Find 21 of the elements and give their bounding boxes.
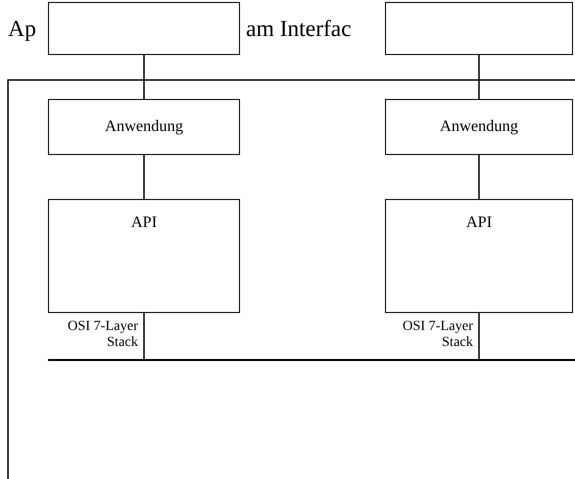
- process-box: [385, 99, 573, 155]
- stack-caption: OSI 7-Layer Stack: [66, 319, 138, 351]
- connector-line: [478, 313, 480, 359]
- box-label: Anwendung: [104, 118, 184, 136]
- connector-line: [143, 55, 145, 99]
- process-box: [48, 199, 240, 313]
- bus-line: [48, 359, 575, 361]
- stack-caption: OSI 7-Layer Stack: [402, 319, 473, 351]
- empty-box: [48, 2, 240, 55]
- box-label: Anwendung: [440, 118, 518, 136]
- connector-line: [478, 155, 480, 199]
- connector-line: [143, 155, 145, 199]
- process-box: [385, 199, 573, 313]
- empty-box: [385, 2, 573, 55]
- process-box: [48, 99, 240, 155]
- title-text-fragment: am Interfac: [246, 16, 352, 42]
- connector-line: [478, 55, 480, 99]
- box-label: API: [131, 214, 157, 232]
- title-text-fragment: Ap: [8, 16, 36, 42]
- box-label: API: [466, 214, 492, 232]
- connector-line: [143, 313, 145, 359]
